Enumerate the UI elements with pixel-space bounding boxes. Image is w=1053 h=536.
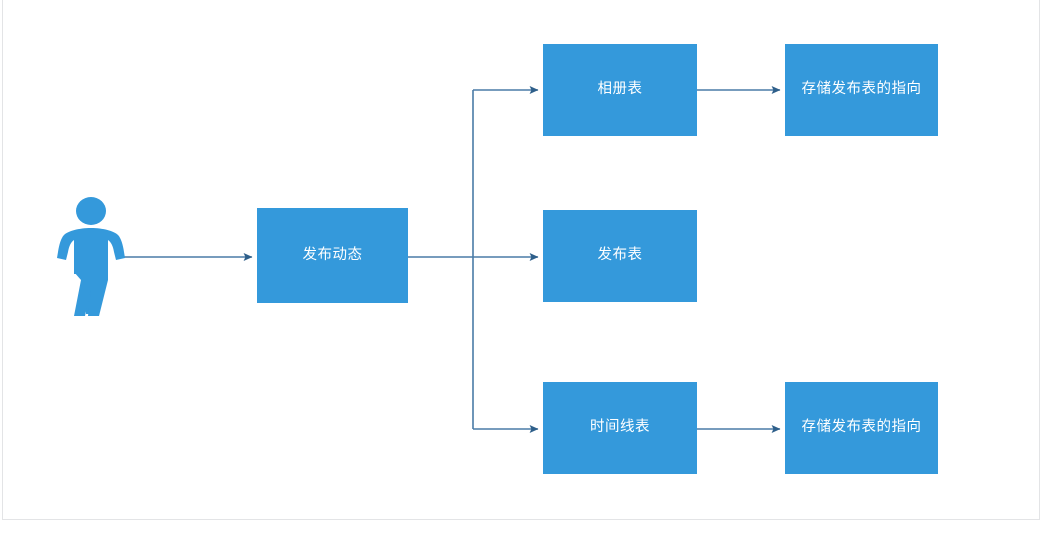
node-label: 时间线表 <box>590 419 650 436</box>
node-label: 发布动态 <box>302 246 363 263</box>
node-publish-action[interactable]: 发布动态 <box>257 208 408 303</box>
node-label: 存储发布表的指向 <box>801 81 922 98</box>
node-album-pointer-store[interactable]: 存储发布表的指向 <box>785 44 938 136</box>
node-publish-table[interactable]: 发布表 <box>543 210 697 302</box>
node-label: 存储发布表的指向 <box>801 419 922 436</box>
node-album-table[interactable]: 相册表 <box>543 44 697 136</box>
node-label: 相册表 <box>597 81 643 98</box>
node-label: 发布表 <box>597 247 643 264</box>
node-timeline-table[interactable]: 时间线表 <box>543 382 697 474</box>
user-actor-icon <box>55 196 127 318</box>
node-timeline-pointer-store[interactable]: 存储发布表的指向 <box>785 382 938 474</box>
